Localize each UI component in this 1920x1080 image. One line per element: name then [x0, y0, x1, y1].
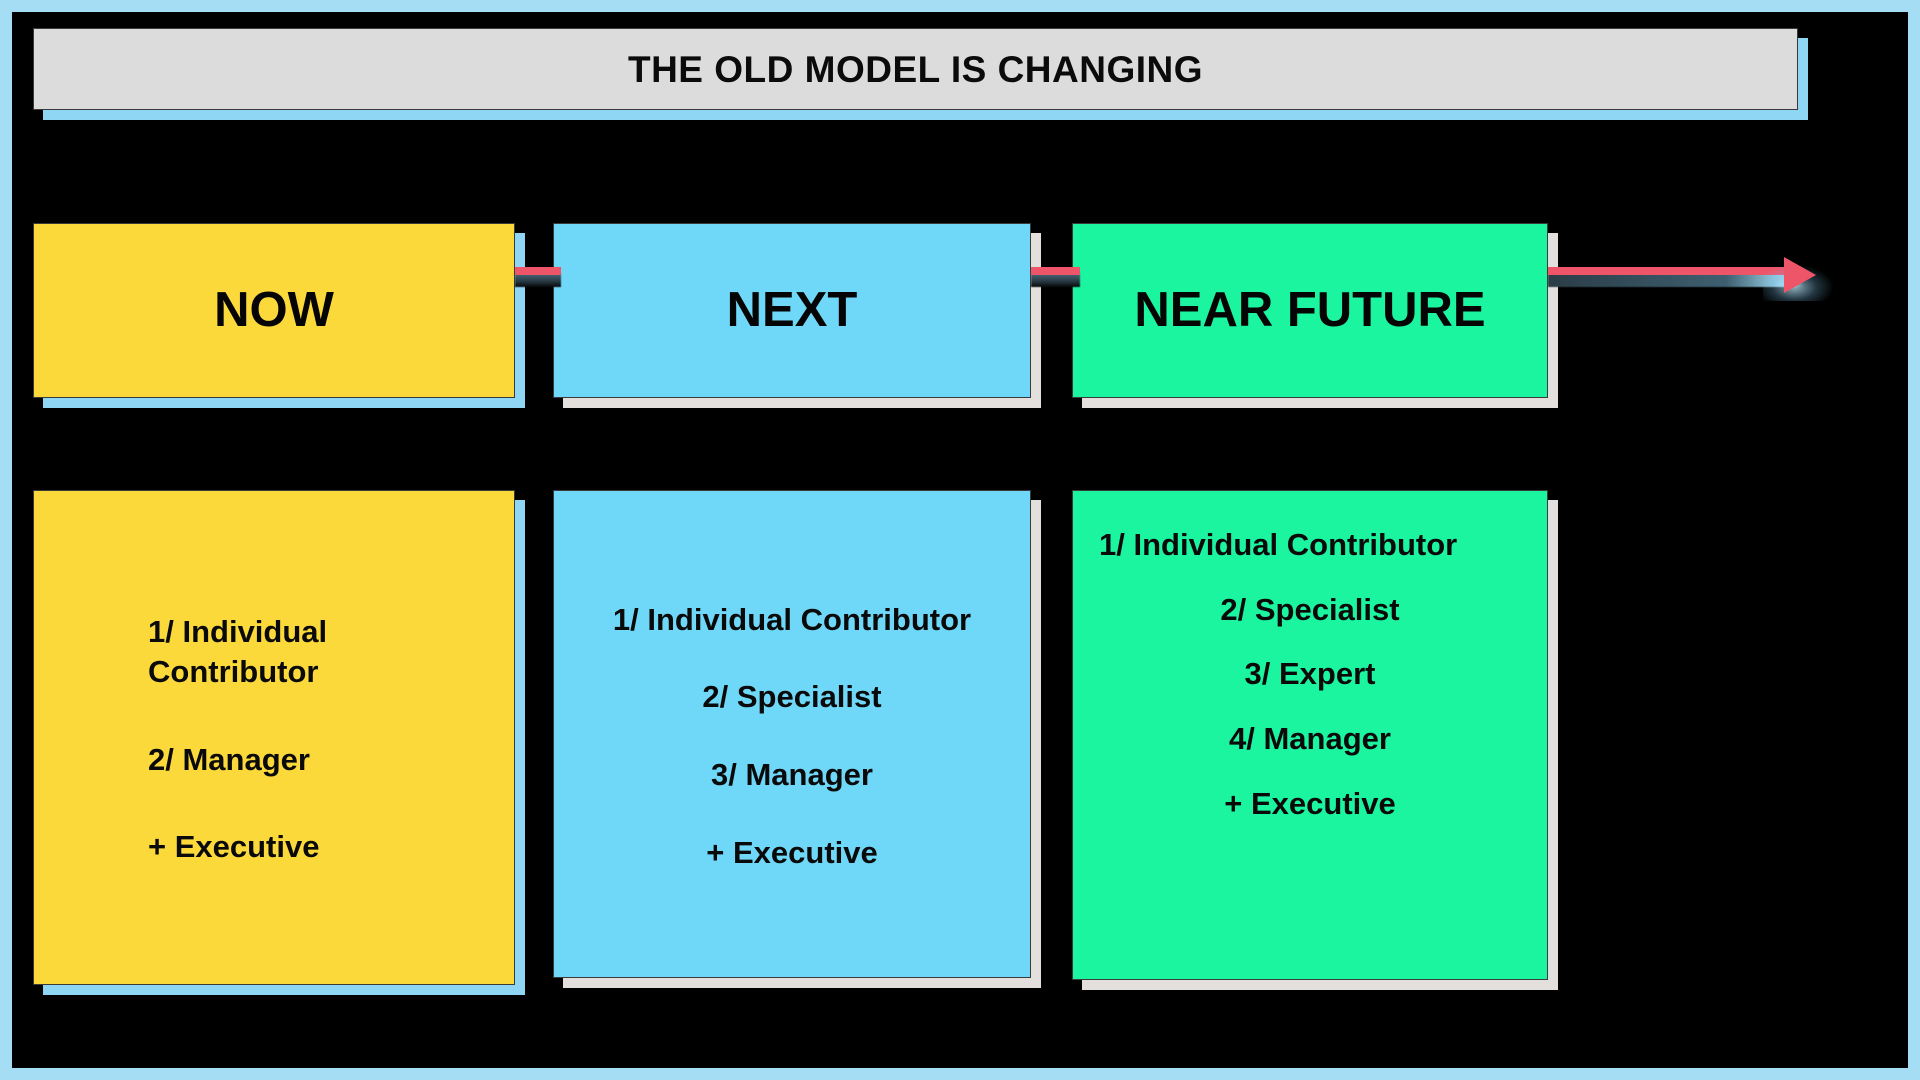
phase-header-near-future: NEAR FUTURE [1072, 223, 1558, 408]
phase-header-next-label: NEXT [726, 283, 858, 337]
phase-header-next-face: NEXT [553, 223, 1031, 398]
list-item: 1/ Individual Contributor [612, 601, 972, 637]
phase-header-now-face: NOW [33, 223, 515, 398]
list-item: + Executive [148, 829, 320, 865]
phase-header-now: NOW [33, 223, 525, 408]
arrow-glow-segment [1031, 273, 1080, 287]
list-item: 3/ Expert [1244, 656, 1376, 692]
banner-face: THE OLD MODEL IS CHANGING [33, 28, 1798, 110]
phase-content-next-face: 1/ Individual Contributor 2/ Specialist … [553, 490, 1031, 978]
arrow-line-segment [515, 267, 561, 275]
arrow-line-segment [1031, 267, 1080, 275]
phase-header-now-label: NOW [214, 283, 334, 337]
phase-header-near-future-face: NEAR FUTURE [1072, 223, 1548, 398]
list-item: + Executive [1224, 785, 1396, 821]
arrow-glow-segment [1548, 273, 1803, 287]
phase-content-now-face: 1/ Individual Contributor 2/ Manager + E… [33, 490, 515, 985]
list-item: 1/ Individual Contributor [148, 614, 328, 689]
list-item: 2/ Manager [148, 741, 310, 777]
arrow-glow-segment [515, 273, 561, 287]
arrow-line-segment [1548, 267, 1798, 275]
phase-header-next: NEXT [553, 223, 1041, 408]
list-item: 2/ Specialist [1220, 591, 1400, 627]
arrow-head-icon [1784, 257, 1816, 293]
list-item: 4/ Manager [1229, 721, 1391, 757]
phase-content-now-list: 1/ Individual Contributor 2/ Manager + E… [60, 525, 488, 954]
phase-content-near-future-face: 1/ Individual Contributor 2/ Specialist … [1072, 490, 1548, 980]
arrow-connector-forward [1548, 257, 1838, 301]
list-item: 2/ Specialist [702, 679, 882, 715]
phase-content-next: 1/ Individual Contributor 2/ Specialist … [553, 490, 1041, 988]
phase-content-now: 1/ Individual Contributor 2/ Manager + E… [33, 490, 525, 995]
page-title: THE OLD MODEL IS CHANGING [627, 48, 1204, 90]
list-item: 3/ Manager [711, 757, 873, 792]
phase-content-near-future-list: 1/ Individual Contributor 2/ Specialist … [1099, 525, 1521, 949]
arrow-connector-next-to-near-future [1031, 259, 1080, 289]
arrow-connector-now-to-next [515, 259, 561, 289]
phase-content-near-future: 1/ Individual Contributor 2/ Specialist … [1072, 490, 1558, 990]
slide-title-banner: THE OLD MODEL IS CHANGING [33, 28, 1808, 120]
list-item: + Executive [706, 834, 878, 870]
slide-canvas: THE OLD MODEL IS CHANGING NOW NEXT NEAR … [12, 12, 1908, 1068]
list-item: 1/ Individual Contributor [1099, 527, 1458, 562]
phase-content-next-list: 1/ Individual Contributor 2/ Specialist … [580, 525, 1004, 947]
phase-header-near-future-label: NEAR FUTURE [1134, 283, 1486, 337]
